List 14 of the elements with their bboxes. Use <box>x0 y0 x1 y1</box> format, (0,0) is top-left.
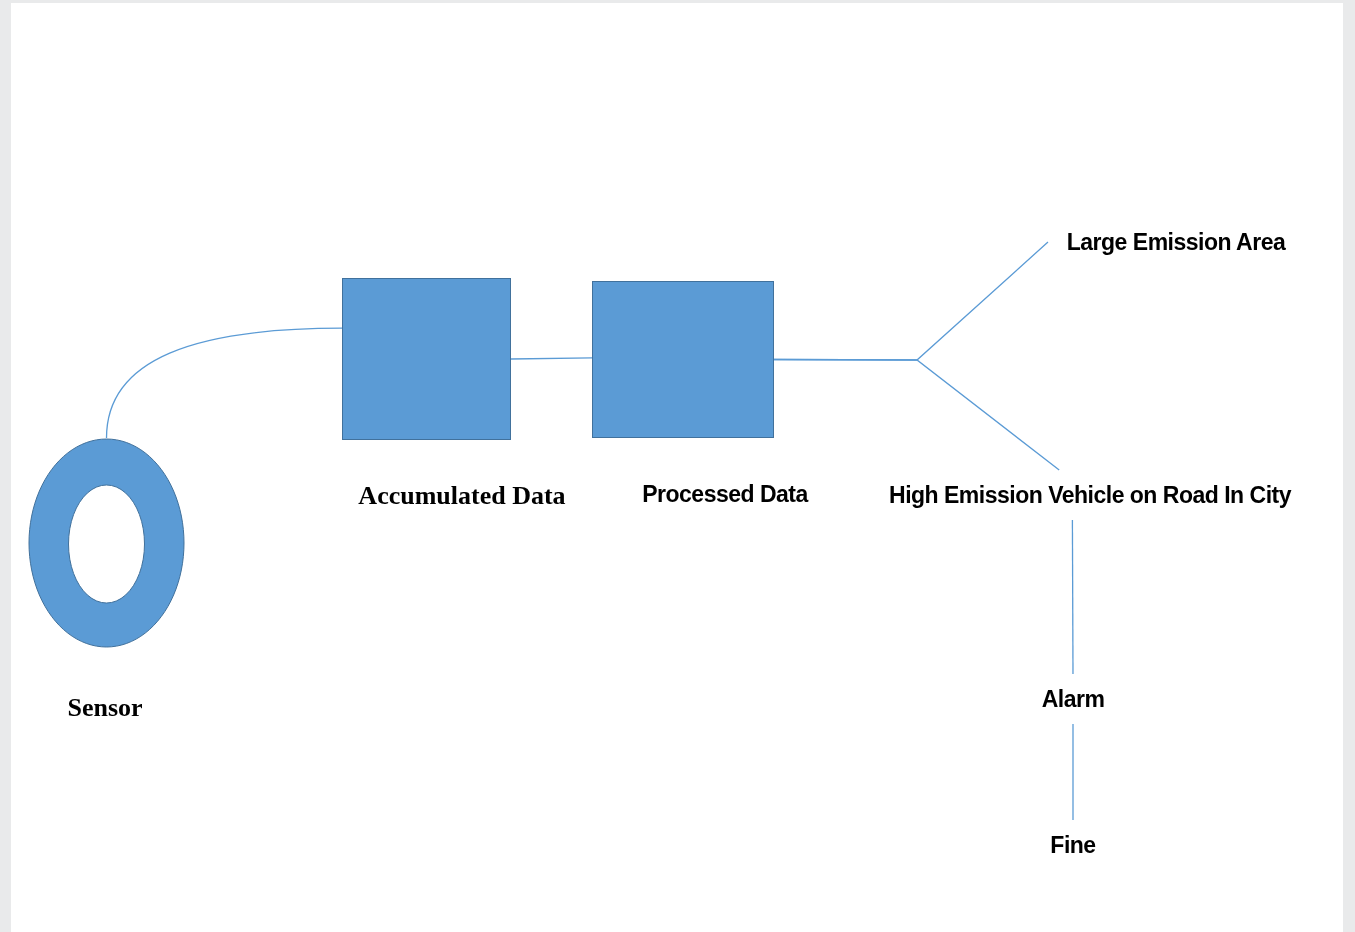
connector-line <box>510 357 593 360</box>
process-box <box>592 281 774 438</box>
node-label: Large Emission Area <box>1066 227 1286 257</box>
node-label: Fine <box>1050 830 1096 860</box>
node-label: Sensor <box>67 691 143 724</box>
node-label: Processed Data <box>642 479 808 509</box>
process-box <box>342 278 511 440</box>
node-label: High Emission Vehicle on Road In City <box>889 480 1291 510</box>
connector-line <box>773 358 1060 471</box>
connector-line <box>1072 723 1074 821</box>
connector-line <box>105 327 343 439</box>
node-label: Alarm <box>1041 684 1105 714</box>
node-label: Accumulated Data <box>358 479 566 512</box>
connector-line <box>1071 519 1074 675</box>
